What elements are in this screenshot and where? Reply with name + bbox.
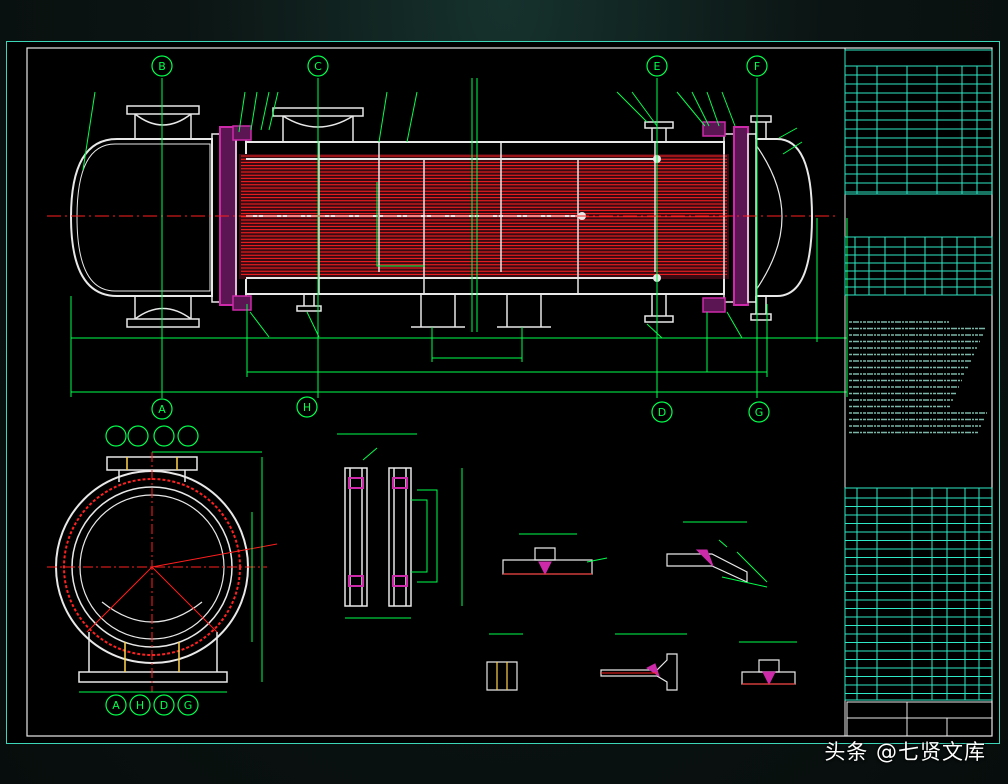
section-balloon-D: D — [160, 699, 168, 712]
cad-drawing: B C E F A H D G — [26, 47, 993, 737]
section-balloon-A: A — [112, 699, 120, 712]
weld-details — [486, 521, 797, 691]
balloon-F: F — [754, 60, 760, 73]
heat-exchanger-elevation: B C E F A H D G — [47, 55, 848, 423]
right-tables — [844, 48, 993, 737]
balloon-D: D — [658, 406, 666, 419]
balloon-A: A — [158, 403, 166, 416]
watermark-text: 头条 @七贤文库 — [824, 740, 986, 764]
cross-section-view: A H D G — [47, 425, 278, 716]
technical-notes — [849, 321, 987, 434]
balloon-G: G — [755, 406, 764, 419]
balloon-B: B — [158, 60, 166, 73]
section-balloon-G: G — [184, 699, 193, 712]
section-balloon-H: H — [136, 699, 144, 712]
balloon-H: H — [303, 401, 311, 414]
drawing-sheet: B C E F A H D G — [6, 41, 1000, 744]
inner-border — [26, 47, 993, 737]
saddle-detail — [337, 433, 463, 619]
balloon-E: E — [654, 60, 661, 73]
balloon-C: C — [314, 60, 322, 73]
